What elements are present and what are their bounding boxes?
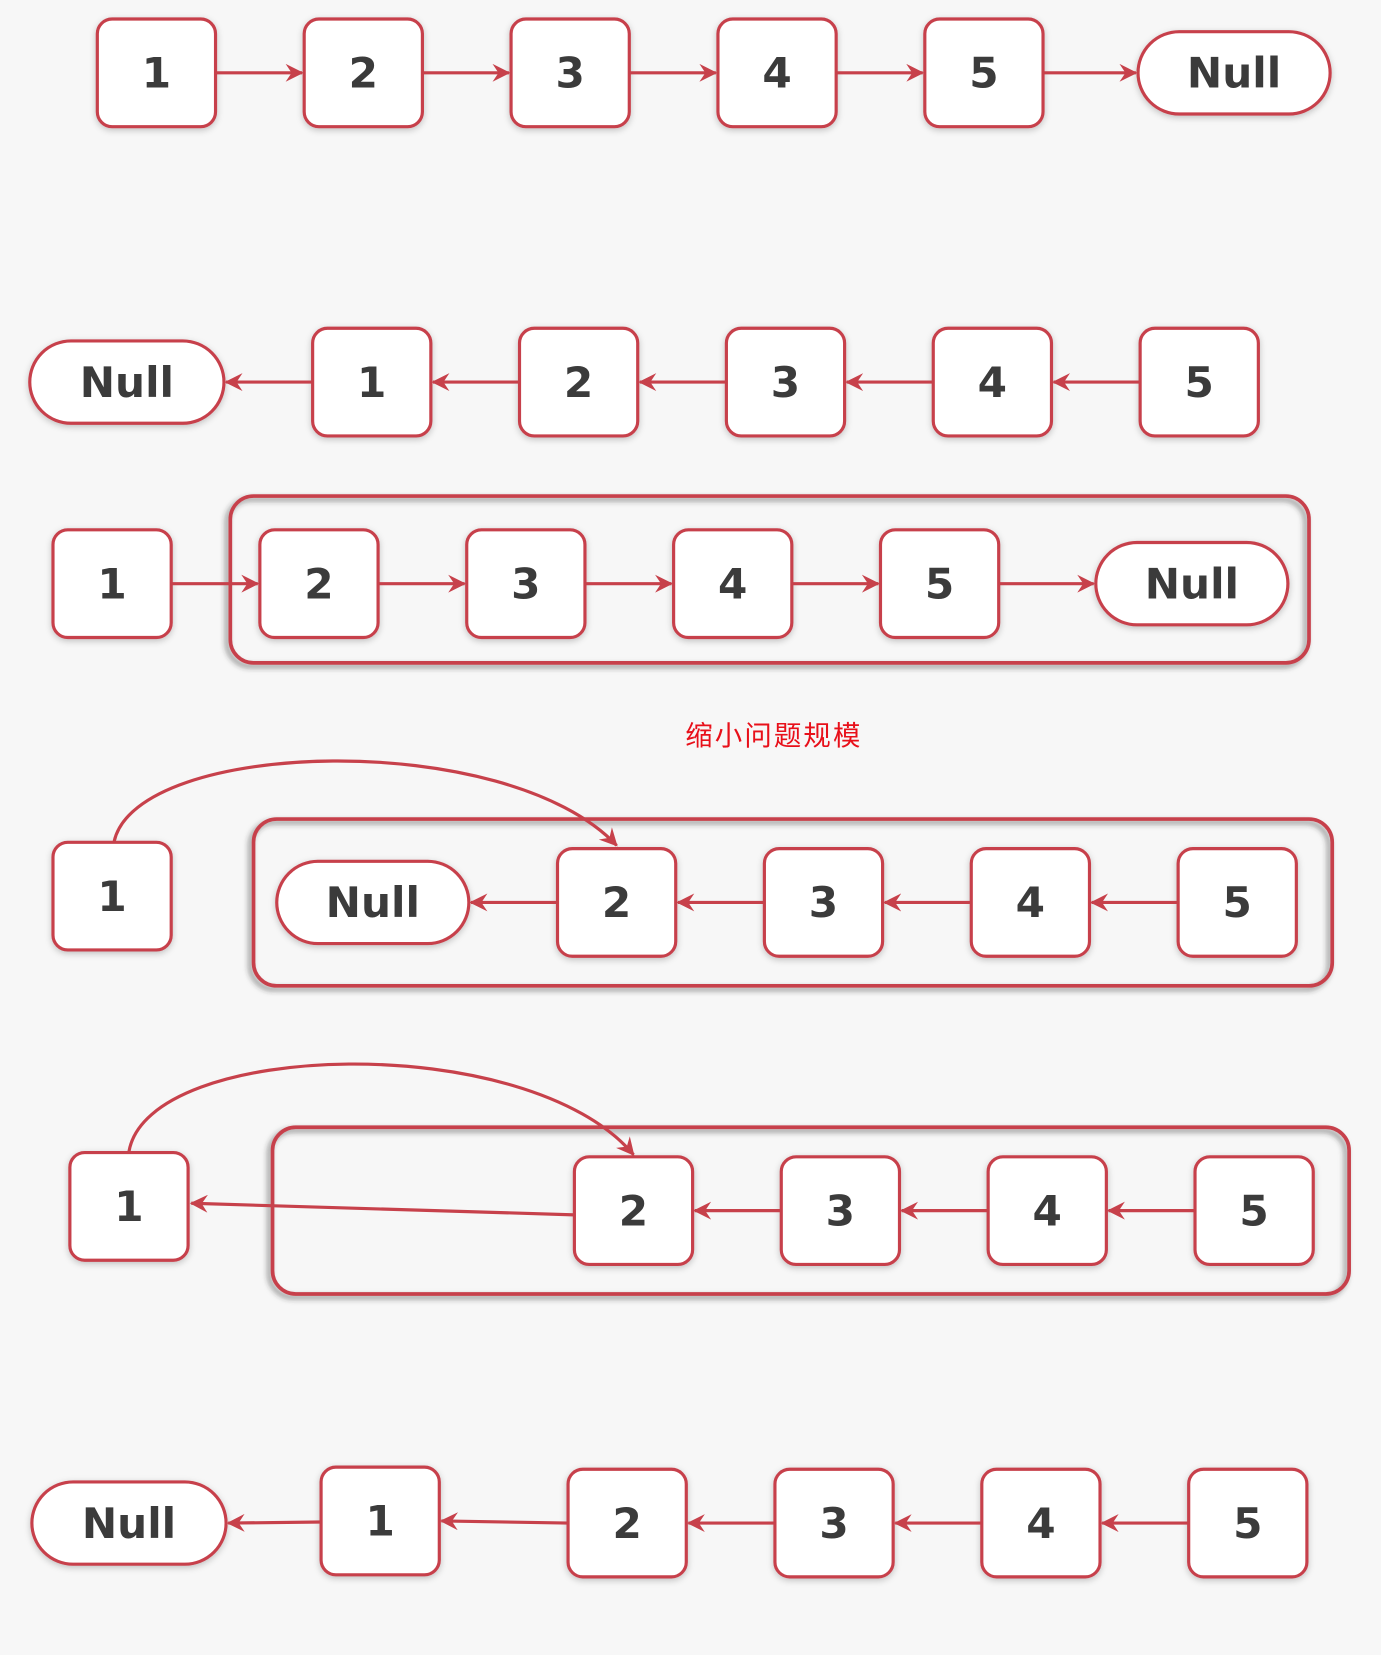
list-node-4: 4 <box>969 847 1092 958</box>
node-label: 3 <box>771 358 800 407</box>
list-node-1: 1 <box>319 1465 441 1577</box>
node-label: 1 <box>357 358 386 407</box>
node-label: 3 <box>809 878 838 927</box>
list-node-1: 1 <box>68 1151 190 1262</box>
subproblem-frame <box>270 1125 1351 1296</box>
node-label: 4 <box>718 559 747 608</box>
back-pointer-arrow <box>189 1194 575 1217</box>
node-label: 1 <box>97 559 126 608</box>
null-pill <box>275 859 471 946</box>
list-node-5: 5 <box>1176 847 1298 958</box>
node-label: 1 <box>366 1497 395 1546</box>
null-node: Null <box>30 1480 228 1566</box>
null-node: Null <box>1136 30 1332 116</box>
list-node-3: 3 <box>773 1467 895 1579</box>
node-label: 3 <box>819 1499 848 1548</box>
list-node-5: 5 <box>923 17 1045 129</box>
null-label: Null <box>1187 49 1281 98</box>
node-label: 2 <box>612 1499 641 1548</box>
null-label: Null <box>326 878 420 927</box>
list-node-3: 3 <box>724 326 847 438</box>
null-node: Null <box>275 859 471 946</box>
list-node-5: 5 <box>1187 1467 1309 1579</box>
list-node-3: 3 <box>779 1155 902 1267</box>
node-label: 1 <box>142 49 171 98</box>
node-box <box>68 1151 190 1262</box>
null-pill <box>1136 30 1332 116</box>
caption: 缩小问题规模 <box>685 721 862 752</box>
null-pill <box>28 339 226 425</box>
node-label: 3 <box>555 49 584 98</box>
null-label: Null <box>80 358 174 407</box>
node-label: 4 <box>978 358 1007 407</box>
list-node-4: 4 <box>672 528 794 640</box>
node-label: 1 <box>114 1182 143 1231</box>
node-label: 5 <box>969 49 998 98</box>
next-pointer-arrow <box>226 1513 322 1532</box>
node-label: 3 <box>511 559 540 608</box>
list-node-5: 5 <box>878 528 1001 640</box>
head-next-curve-arrow <box>112 759 618 847</box>
list-node-2: 2 <box>302 17 424 129</box>
head-next-curve-arrow <box>127 1062 635 1156</box>
node-label: 2 <box>619 1186 648 1235</box>
row-head-relinked: 1 2 3 4 5 <box>68 1062 1351 1296</box>
node-label: 5 <box>925 559 954 608</box>
node-label: 2 <box>602 878 631 927</box>
list-node-3: 3 <box>509 17 631 129</box>
list-node-2: 2 <box>555 847 678 958</box>
node-label: 1 <box>97 872 126 921</box>
node-box <box>572 1155 695 1267</box>
list-node-2: 2 <box>572 1155 695 1267</box>
list-node-4: 4 <box>980 1467 1102 1579</box>
subproblem-frame <box>228 494 1311 665</box>
node-label: 5 <box>1223 878 1252 927</box>
node-label: 5 <box>1239 1186 1268 1235</box>
node-label: 2 <box>564 358 593 407</box>
node-label: 4 <box>1026 1499 1055 1548</box>
list-node-1: 1 <box>311 326 433 438</box>
node-label: 4 <box>762 49 791 98</box>
list-node-4: 4 <box>931 326 1054 438</box>
null-node: Null <box>1094 540 1290 627</box>
list-node-3: 3 <box>465 528 587 640</box>
list-node-1: 1 <box>51 528 173 640</box>
null-pill <box>1094 540 1290 627</box>
row-reversed-list: Null 1 2 3 4 5 <box>28 326 1260 438</box>
node-label: 2 <box>349 49 378 98</box>
node-box <box>319 1465 441 1577</box>
node-label: 3 <box>826 1186 855 1235</box>
node-label: 5 <box>1185 358 1214 407</box>
row-final-reversed-list: Null 1 2 3 4 5 <box>30 1465 1309 1579</box>
list-node-1: 1 <box>95 17 218 129</box>
list-node-2: 2 <box>566 1467 688 1579</box>
next-pointer-arrow <box>439 1512 569 1531</box>
node-label: 2 <box>304 559 333 608</box>
node-label: 4 <box>1016 878 1045 927</box>
null-label: Null <box>1145 559 1239 608</box>
list-node-4: 4 <box>986 1155 1108 1267</box>
list-node-2: 2 <box>258 528 380 640</box>
list-node-2: 2 <box>517 326 640 438</box>
row-original-list: 1 2 3 4 5 Null <box>95 17 1332 129</box>
row-sublist-reversed: 1 Null 2 3 4 5 <box>51 759 1335 988</box>
list-node-1: 1 <box>51 840 173 952</box>
list-node-5: 5 <box>1193 1155 1315 1267</box>
list-node-5: 5 <box>1138 326 1260 438</box>
null-label: Null <box>82 1499 176 1548</box>
null-pill <box>30 1480 228 1566</box>
subproblem-frame <box>251 817 1335 988</box>
node-label: 4 <box>1033 1186 1062 1235</box>
null-node: Null <box>28 339 226 425</box>
list-node-4: 4 <box>716 17 838 129</box>
node-box <box>51 840 173 952</box>
list-node-3: 3 <box>762 847 885 958</box>
node-label: 5 <box>1233 1499 1262 1548</box>
row-split-subproblem: 1 2 3 4 5 Null <box>51 494 1311 665</box>
